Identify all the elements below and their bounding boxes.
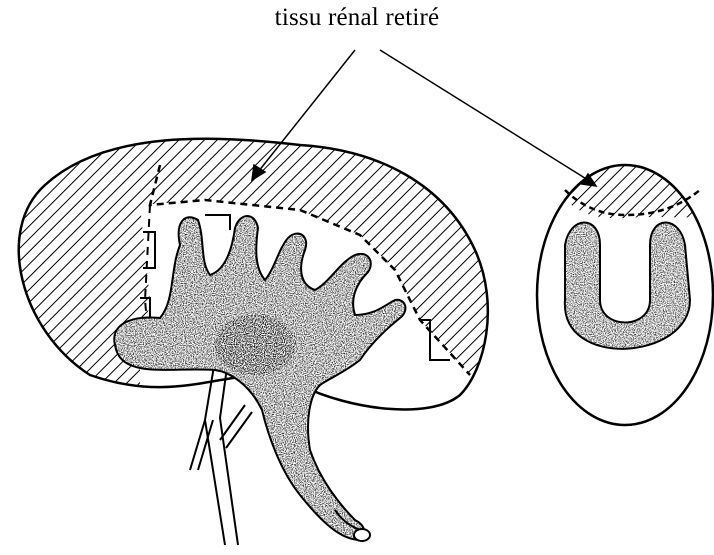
kidney-cross-section xyxy=(530,160,714,425)
kidney-longitudinal-section xyxy=(0,120,500,545)
renal-vessels xyxy=(190,360,252,545)
